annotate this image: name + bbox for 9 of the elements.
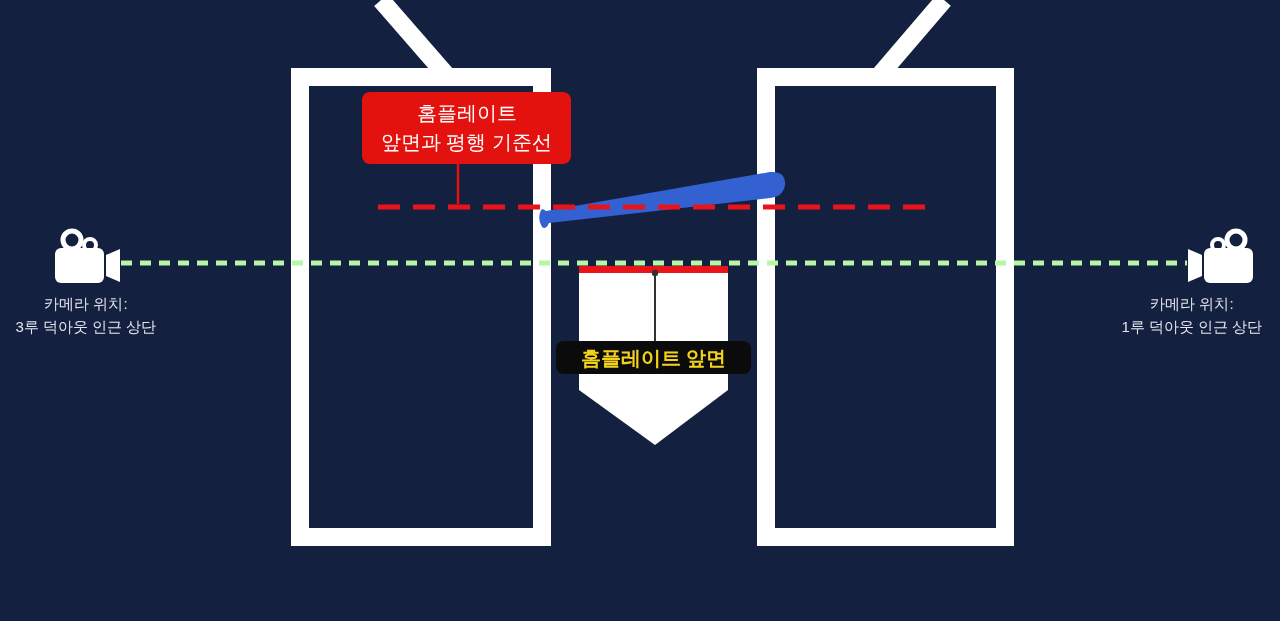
callout-label: 홈플레이트 앞면과 평행 기준선 (362, 92, 571, 164)
leader-line (456, 164, 460, 204)
plate-front-edge (579, 266, 728, 273)
caption-label: 홈플레이트 앞면 (556, 341, 751, 374)
movie-camera-icon (1187, 228, 1253, 283)
camera-location-text: 카메라 위치: 3루 덕아웃 인근 상단 (15, 294, 157, 337)
movie-camera-icon (55, 228, 121, 283)
camera-location-text: 카메라 위치: 1루 덕아웃 인근 상단 (1121, 294, 1263, 337)
leader-line (651, 269, 659, 342)
